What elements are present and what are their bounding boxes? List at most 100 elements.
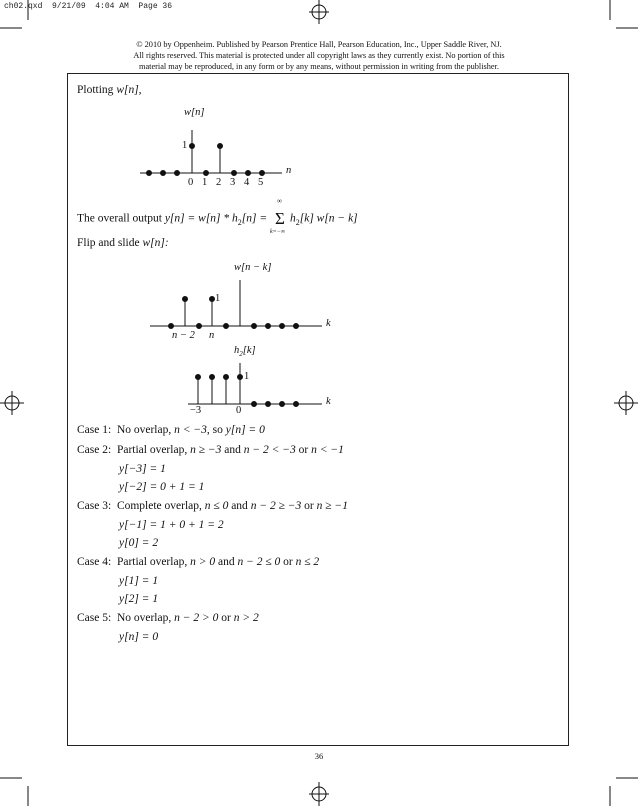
plot3-point-2 — [265, 401, 271, 407]
case-3-cond2: n − 2 ≥ −3 — [250, 500, 302, 512]
overall-expr: y[n] = w[n] * h — [164, 212, 238, 225]
plot3-ylabel-h: h — [234, 345, 240, 356]
copyright-line-3: material may be reproduced, in any form … — [139, 62, 499, 71]
overall-tail: h — [289, 212, 296, 225]
case-5-cond: n − 2 > 0 — [174, 612, 219, 624]
case-2-eq-1: y[−3] = 1 — [119, 463, 166, 475]
plot2-point-4 — [251, 323, 257, 329]
plot1-point-3 — [231, 170, 237, 176]
case-2-and: and — [221, 444, 244, 456]
plot2-point-a — [182, 296, 188, 302]
plot2-value-label: 1 — [215, 293, 221, 304]
page-number: 36 — [314, 751, 324, 761]
flip-line: Flip and slide w[n]: — [77, 237, 169, 249]
plot1-tick-5: 5 — [258, 177, 264, 188]
plot1-ylabel: w[n] — [184, 107, 205, 118]
overall-output-line: The overall output y[n] = w[n] * h2[n] =… — [77, 197, 358, 235]
case-4-cond: n > 0 — [190, 556, 216, 568]
case-3-label: Case 3: — [77, 500, 112, 512]
case-4-cond3: n ≤ 2 — [295, 556, 320, 568]
print-slug: ch02.qxd 9/21/09 4:04 AM Page 36 — [4, 2, 173, 11]
plot2-point-5 — [265, 323, 271, 329]
case-3-or: or — [301, 500, 317, 512]
plotting-expr: w[n], — [116, 84, 142, 96]
case-3-eq-1: y[−1] = 1 + 0 + 1 = 2 — [119, 519, 224, 531]
plot1-tick-3: 3 — [230, 177, 236, 188]
plot3-point-m2 — [209, 374, 215, 380]
plot3-xlabel: k — [326, 396, 331, 407]
plot1-point-0 — [189, 143, 195, 149]
case-5-cond3: n > 2 — [233, 612, 259, 624]
plot3-ylabel-sub: 2 — [239, 350, 243, 359]
case-3-cond3: n ≥ −1 — [316, 500, 348, 512]
plot1-point-2 — [217, 143, 223, 149]
plot2-point-2 — [196, 323, 202, 329]
plot2-tick-b: n — [209, 330, 215, 341]
plot3-ylabel-tail: [k] — [242, 345, 256, 356]
overall-expr2: [n] = — [241, 212, 270, 225]
case-2-text: Partial overlap, — [116, 444, 191, 456]
overall-tail2: [k] w[n − k] — [299, 212, 358, 225]
plot2-point-b — [209, 296, 215, 302]
registration-mark-left — [0, 391, 24, 415]
overall-tail-sub: 2 — [295, 217, 300, 227]
case-1-mid: , so — [206, 424, 226, 436]
plot2-tick-a: n − 2 — [172, 330, 195, 341]
case-4-or: or — [280, 556, 296, 568]
plot1-point-5 — [259, 170, 265, 176]
case-3-text: Complete overlap, — [116, 500, 205, 512]
case-1-result: y[n] = 0 — [225, 424, 265, 436]
case-4-label: Case 4: — [77, 556, 112, 568]
registration-mark-top — [309, 0, 329, 24]
case-3-line: Case 3: Complete overlap, n ≤ 0 and n − … — [77, 500, 348, 512]
plot1-xlabel: n — [286, 165, 292, 176]
plot1-tick-1: 1 — [202, 177, 208, 188]
plot1-value-label: 1 — [182, 140, 188, 151]
plot3-point-3 — [279, 401, 285, 407]
plotting-line: Plotting w[n], — [77, 84, 142, 96]
sum-lower-limit: k=−∞ — [269, 229, 286, 235]
plot3-point-m3 — [195, 374, 201, 380]
plot3-point-4 — [293, 401, 299, 407]
solution-box — [67, 73, 569, 746]
plot2-point-6 — [279, 323, 285, 329]
plot2-xlabel: k — [326, 318, 331, 329]
plot1-tick-0: 0 — [188, 177, 194, 188]
plot2-point-3 — [223, 323, 229, 329]
plot1-point-1 — [203, 170, 209, 176]
case-5-text: No overlap, — [116, 612, 175, 624]
case-1-line: Case 1: No overlap, n < −3, so y[n] = 0 — [77, 424, 265, 436]
registration-mark-right — [614, 391, 638, 415]
case-2-cond3: n < −1 — [311, 444, 344, 456]
plot1-point-m3 — [146, 170, 152, 176]
sigma-symbol: Σ — [275, 209, 285, 228]
case-3-eq-2: y[0] = 2 — [119, 537, 159, 549]
case-5-label: Case 5: — [77, 612, 112, 624]
copyright-line-1: © 2010 by Oppenheim. Published by Pearso… — [136, 40, 502, 49]
plot2-point-7 — [293, 323, 299, 329]
plot3-tick-b: 0 — [236, 405, 242, 416]
plot1-point-m1 — [174, 170, 180, 176]
plot3-ylabel: h2[k] — [234, 345, 256, 358]
flip-text: Flip and slide — [77, 237, 143, 249]
plot1-tick-4: 4 — [244, 177, 250, 188]
plot2-point-1 — [168, 323, 174, 329]
plot3-tick-a: −3 — [190, 405, 202, 416]
case-4-eq-2: y[2] = 1 — [119, 593, 159, 605]
registration-mark-bottom — [309, 782, 329, 806]
case-4-and: and — [215, 556, 238, 568]
case-2-label: Case 2: — [77, 444, 112, 456]
case-4-cond2: n − 2 ≤ 0 — [237, 556, 281, 568]
plot3-value-label: 1 — [244, 371, 250, 382]
case-2-or: or — [295, 444, 312, 456]
case-2-cond: n ≥ −3 — [190, 444, 222, 456]
case-2-line: Case 2: Partial overlap, n ≥ −3 and n − … — [77, 444, 344, 456]
plotting-text: Plotting — [77, 84, 117, 96]
plot1-point-m2 — [160, 170, 166, 176]
case-5-eq-1: y[n] = 0 — [119, 631, 159, 643]
case-4-line: Case 4: Partial overlap, n > 0 and n − 2… — [77, 556, 319, 568]
plot1-point-4 — [245, 170, 251, 176]
